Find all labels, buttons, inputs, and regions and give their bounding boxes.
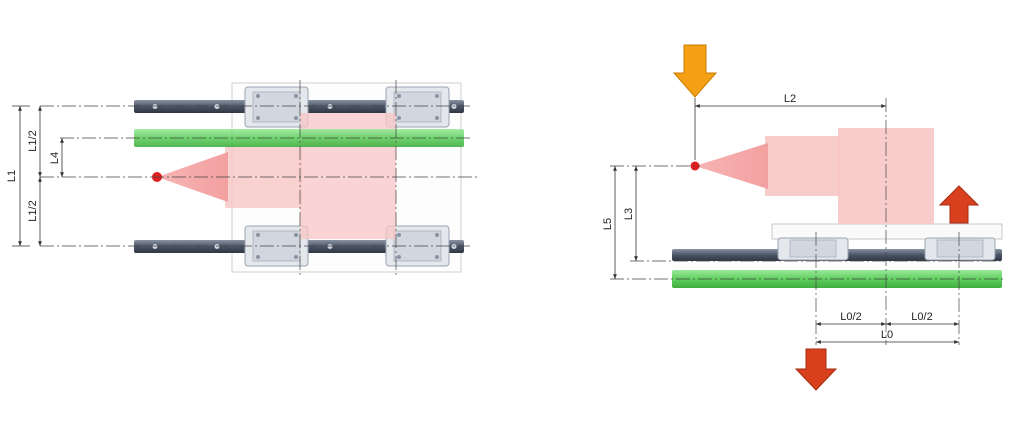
carriage-block-side-left: [777, 237, 849, 261]
dim-l5: L5: [602, 166, 617, 279]
label-l3: L3: [623, 208, 635, 220]
load-arrow: [672, 44, 718, 98]
dim-l2: L2: [694, 93, 886, 160]
base-plate: [771, 223, 1003, 240]
carriage-block-top-right: [385, 86, 450, 128]
tool-cone: [157, 152, 228, 202]
label-l1-half-top: L1/2: [27, 130, 39, 151]
dim-l1: L1: [6, 105, 30, 247]
reaction-arrow-up: [938, 185, 980, 224]
dim-l0-half-left: L0/2: [816, 311, 886, 326]
reaction-arrow-down: [794, 348, 838, 391]
label-l4: L4: [49, 152, 61, 164]
dim-l1-half-top: L1/2: [27, 106, 42, 177]
label-l0-half-left: L0/2: [840, 311, 861, 323]
dim-l4: L4: [49, 138, 64, 177]
left-view: L1 L1/2 L1/2 L4: [6, 80, 478, 275]
label-l0: L0: [881, 329, 893, 341]
label-l5: L5: [602, 218, 614, 230]
label-l1: L1: [6, 170, 18, 182]
right-view: L2 L5 L3 L0/2 L0/2 L0: [602, 44, 1004, 391]
carriage-block-side-right: [924, 237, 996, 261]
dim-l3: L3: [623, 166, 638, 261]
dim-l1-half-bottom: L1/2: [27, 177, 42, 246]
spindle-body-side: [690, 128, 934, 224]
spindle-body: [152, 113, 396, 239]
label-l1-half-bottom: L1/2: [27, 200, 39, 221]
carriage-block-bottom-left: [244, 225, 309, 267]
label-l0-half-right: L0/2: [911, 311, 932, 323]
carriage-block-top-left: [244, 86, 309, 128]
dim-l0: L0: [816, 329, 959, 344]
dim-l0-half-right: L0/2: [886, 311, 959, 326]
tool-cone-side: [695, 143, 768, 189]
label-l2: L2: [784, 93, 796, 105]
